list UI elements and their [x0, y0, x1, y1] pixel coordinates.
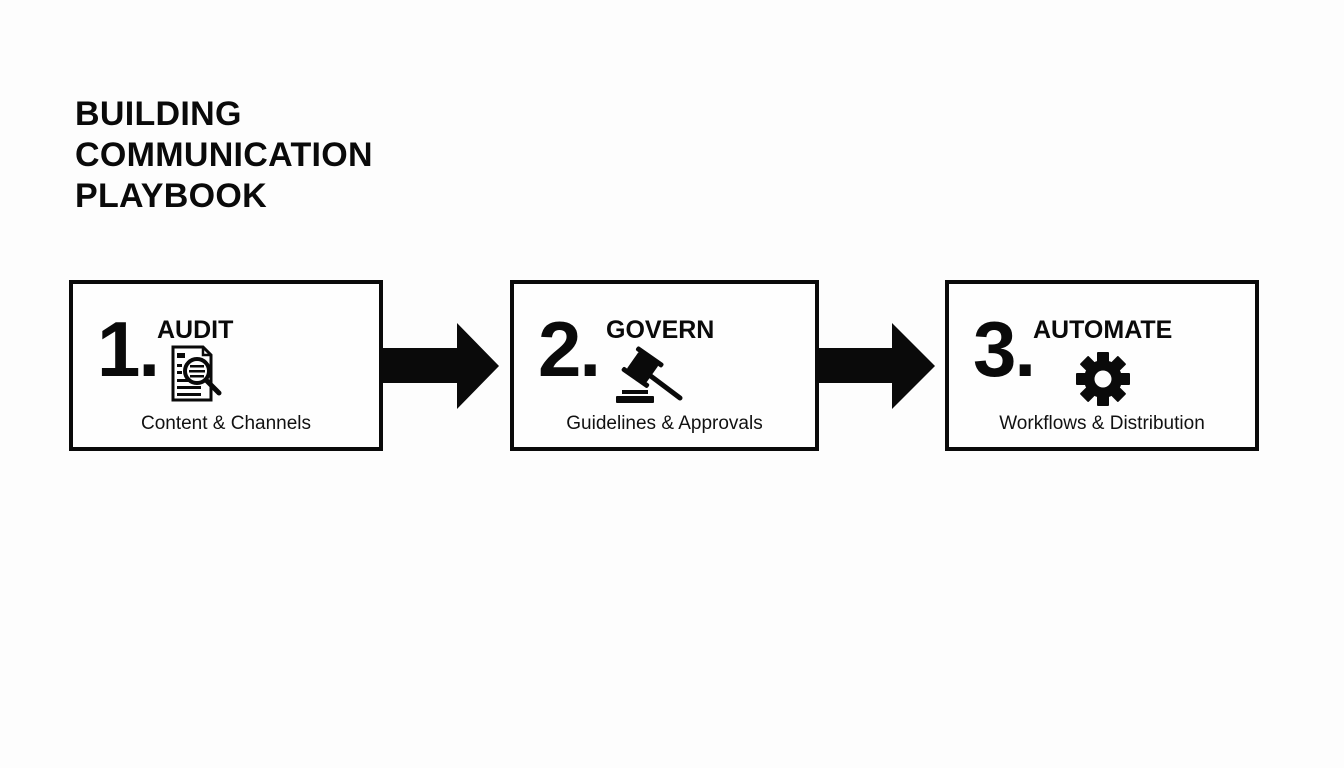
- step-govern: 2. GOVERN Guidelines & Approvals: [510, 280, 819, 451]
- step-title: GOVERN: [606, 316, 715, 344]
- step-title: AUDIT: [157, 316, 234, 344]
- step-number: 2.: [538, 305, 601, 393]
- step-audit: 1. AUDIT Content & Channels: [69, 280, 383, 451]
- playbook-title: BUILDING COMMUNICATION PLAYBOOK: [75, 94, 373, 217]
- gear-icon: [1076, 352, 1130, 406]
- step-automate: 3. AUTOMATE Workflows & Distribution: [945, 280, 1259, 451]
- step-title: AUTOMATE: [1033, 316, 1173, 344]
- title-line-3: PLAYBOOK: [75, 177, 267, 215]
- arrow-right-icon: [817, 323, 935, 409]
- step-subtitle: Guidelines & Approvals: [566, 413, 763, 434]
- step-number: 3.: [973, 305, 1036, 393]
- title-line-2: COMMUNICATION: [75, 136, 373, 174]
- step-number: 1.: [97, 305, 160, 393]
- step-subtitle: Workflows & Distribution: [999, 413, 1205, 434]
- gavel-icon: [616, 346, 683, 403]
- title-line-1: BUILDING: [75, 95, 242, 133]
- arrow-right-icon: [381, 323, 499, 409]
- step-subtitle: Content & Channels: [140, 413, 312, 434]
- document-search-icon: [171, 345, 222, 402]
